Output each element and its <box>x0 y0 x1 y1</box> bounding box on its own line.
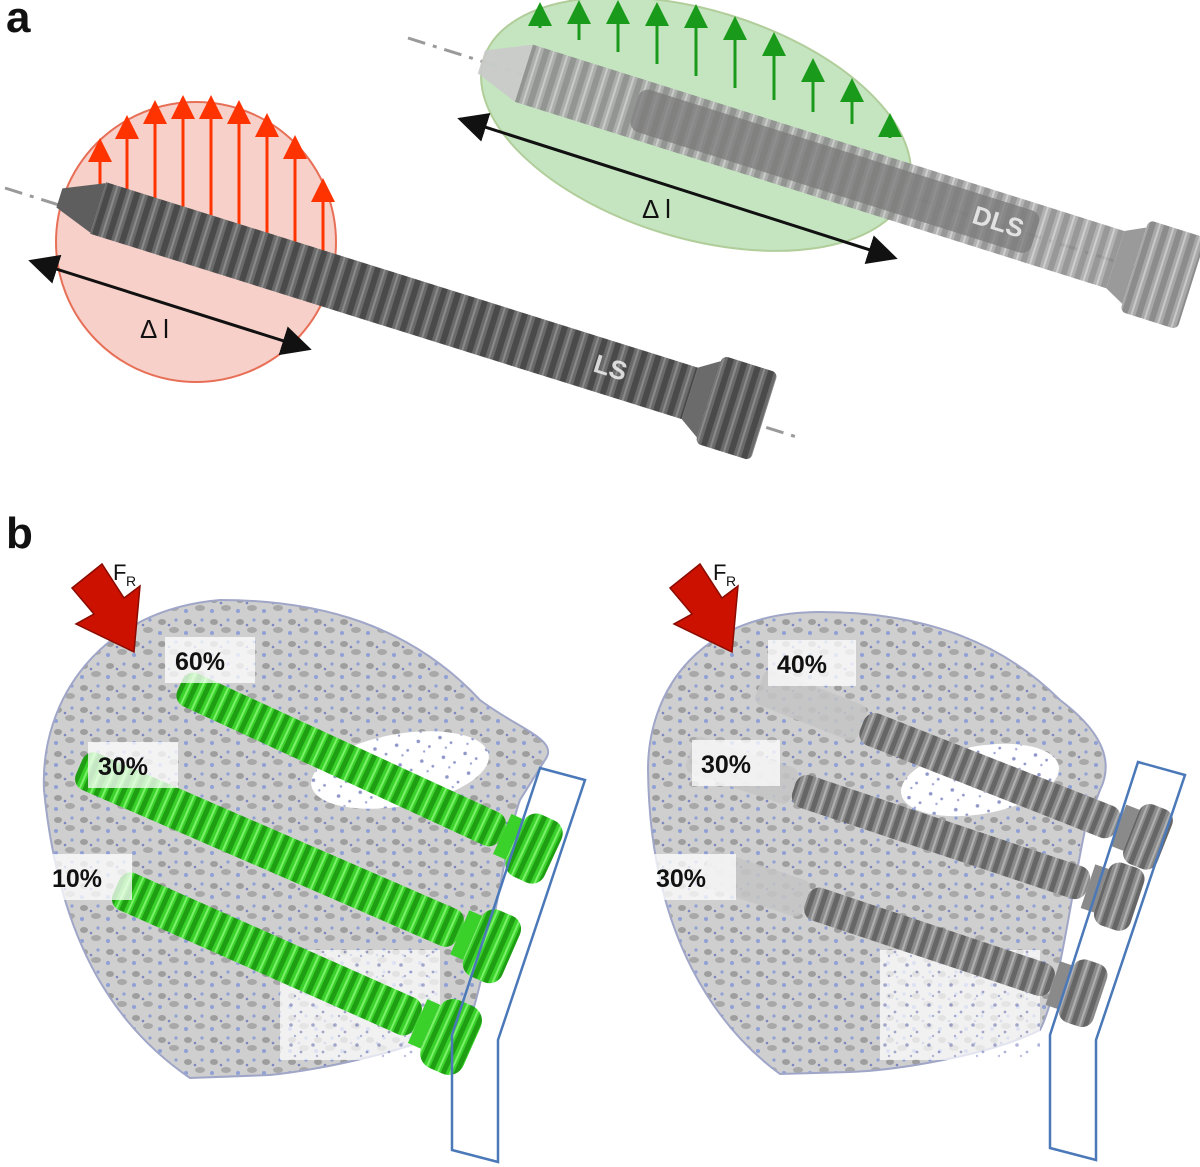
left-pct-2: 30% <box>98 753 148 781</box>
right-pct-1: 40% <box>777 651 827 679</box>
left-force-arrow <box>70 562 141 654</box>
dls-screw-head <box>1121 221 1200 328</box>
right-pct-3: 30% <box>656 865 706 893</box>
ls-screw-tip <box>56 183 106 233</box>
left-pct-box-3 <box>44 854 132 900</box>
ls-delta-label: Δ l <box>140 314 169 344</box>
right-pct-box-2 <box>692 740 780 786</box>
ls-screw-shaft <box>90 182 698 420</box>
ls-screw-head <box>696 356 777 460</box>
left-pct-3: 10% <box>52 865 102 893</box>
left-pct-box-2 <box>88 742 178 788</box>
right-pct-box-3 <box>648 854 736 900</box>
ls-screw: LS <box>56 182 777 460</box>
ls-delta-arrow <box>28 254 312 356</box>
left-pct-box-1 <box>165 637 255 683</box>
dls-screw-neck <box>1106 227 1147 304</box>
right-force-arrow <box>668 562 739 654</box>
panel-letter-b: b <box>6 509 33 558</box>
left-pct-1: 60% <box>175 648 225 676</box>
right-force-main: F <box>713 560 726 585</box>
panel-letter-a: a <box>6 0 31 42</box>
right-plate-outline <box>1048 760 1187 1162</box>
right-screw-1 <box>755 669 1173 870</box>
right-pct-2: 30% <box>701 751 751 779</box>
left-plate-outline <box>450 766 587 1164</box>
dls-delta-arrow <box>457 113 898 264</box>
left-force-main: F <box>113 560 126 585</box>
right-force-label: F R <box>713 560 736 589</box>
ls-screw-neck <box>681 361 721 438</box>
right-pct-box-1 <box>768 640 856 686</box>
left-force-sub: R <box>126 573 136 589</box>
right-force-sub: R <box>726 573 736 589</box>
right-bone-model <box>646 610 1107 1076</box>
left-force-label: F R <box>113 560 136 589</box>
dls-delta-label: Δ l <box>642 194 671 224</box>
left-screws <box>75 672 563 1076</box>
dls-screw-tip <box>477 44 533 102</box>
left-screw-2 <box>75 752 522 984</box>
